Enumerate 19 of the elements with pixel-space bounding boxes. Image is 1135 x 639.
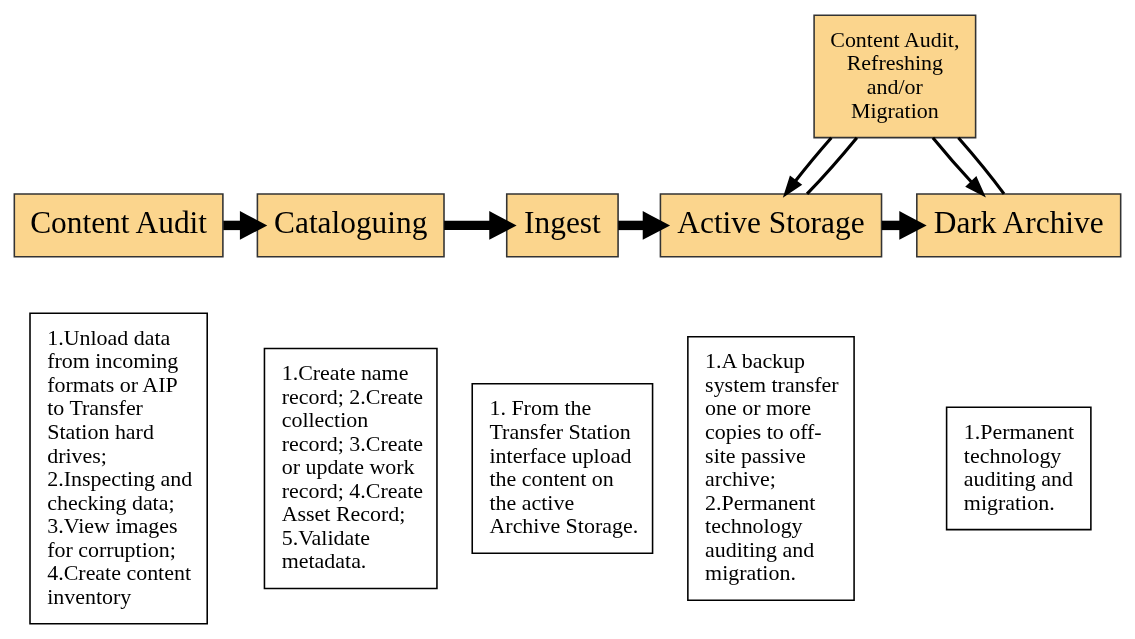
node-box: Active Storage — [659, 193, 883, 258]
arrow — [931, 136, 986, 198]
node-box: Content Audit — [13, 193, 224, 258]
node-box: Cataloguing — [256, 193, 445, 258]
node-box: 1.Unload data from incoming formats or AIP to Transfer Station hard drives; 2.Inspecting and checking data; 3.View images for corruption; 4.Create content inventory — [29, 312, 208, 625]
connector — [805, 136, 859, 196]
node-box: 1.Create name record; 2.Create collection record; 3.Create or update work record; 4.Create Asset Record; 5.Validate metadata. — [263, 347, 438, 590]
arrow — [618, 211, 671, 240]
node-box: 1.Permanent technology auditing and migration. — [945, 406, 1092, 531]
node-box: Content Audit, Refreshing and/or Migration — [813, 14, 977, 139]
node-box: Dark Archive — [916, 193, 1122, 258]
arrow — [782, 136, 833, 198]
node-box: 1. From the Transfer Station interface upload the content on the active Archive Storage. — [471, 383, 654, 554]
arrow — [881, 211, 927, 240]
node-box: 1.A backup system transfer one or more copies to off-site passive archive; 2.Permanent technology auditing and migration. — [687, 335, 855, 601]
arrow — [223, 211, 268, 240]
node-box: Ingest — [505, 193, 619, 258]
arrow — [444, 211, 517, 240]
connector — [957, 136, 1006, 195]
